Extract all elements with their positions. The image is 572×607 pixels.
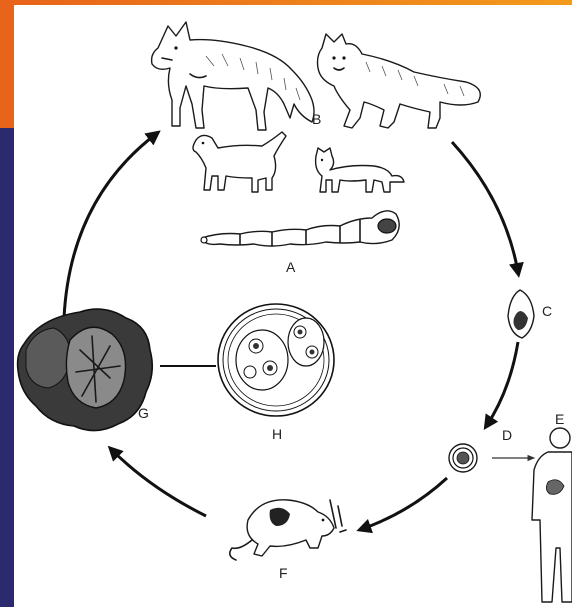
hydatid-cyst-icon [218, 304, 334, 416]
egg-icon [449, 444, 477, 472]
adult-tapeworm-icon [201, 211, 399, 246]
label-e: E [555, 411, 564, 427]
arrow-d-to-f [362, 478, 447, 529]
label-c: C [542, 303, 552, 319]
human-icon [532, 428, 572, 602]
arrow-f-to-g [112, 450, 206, 516]
label-h: H [272, 426, 282, 442]
dog-icon [193, 132, 286, 192]
arrow-g-to-b [64, 134, 156, 318]
arrow-c-to-d [487, 342, 518, 425]
label-f: F [279, 565, 288, 581]
arctic-fox-icon [318, 34, 481, 128]
cat-icon [316, 148, 404, 192]
fox-icon [152, 22, 314, 130]
label-a: A [286, 259, 296, 275]
hydatid-liver-icon [18, 309, 153, 430]
gravid-proglottid-icon [508, 290, 534, 338]
rodent-icon [230, 500, 346, 560]
arrow-b-to-c [452, 142, 518, 272]
label-d: D [502, 427, 512, 443]
label-g: G [138, 405, 149, 421]
label-b: B [312, 111, 321, 127]
